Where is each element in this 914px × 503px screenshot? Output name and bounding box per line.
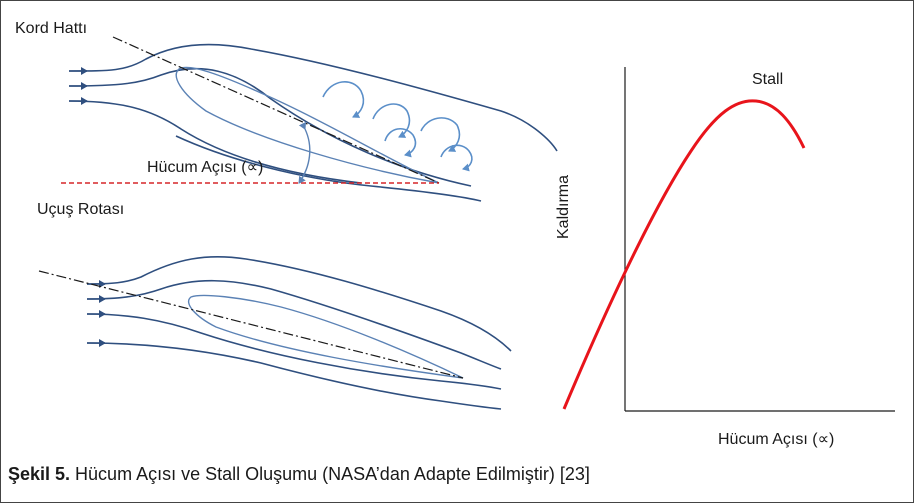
vortex-3 [384, 128, 417, 158]
streamline-3 [68, 100, 362, 184]
streamline-bottom [175, 135, 482, 202]
streamline-b-bottom [86, 342, 502, 410]
vortex-1 [322, 81, 365, 118]
airfoil-stalled [175, 66, 440, 184]
chord-line-label: Kord Hattı [15, 20, 88, 37]
vortex-2 [372, 103, 411, 138]
lift-chart [562, 67, 895, 412]
flight-path-label: Uçuş Rotası [37, 201, 125, 218]
figure-caption: Şekil 5. Hücum Açısı ve Stall Oluşumu (N… [8, 464, 590, 485]
streamline-top [68, 43, 558, 152]
caption-prefix: Şekil 5. [8, 464, 71, 484]
y-axis-label: Kaldırma [555, 174, 572, 239]
streamline-b-2 [86, 279, 502, 370]
airfoil-attached [188, 294, 464, 379]
stall-label: Stall [752, 71, 784, 88]
angle-of-attack-label: Hücum Açısı (∝) [147, 159, 264, 176]
chord-line-top [112, 36, 440, 184]
attached-airfoil-group [38, 255, 512, 410]
chord-line-bottom [38, 270, 464, 379]
streamline-b-top [86, 255, 512, 352]
streamline-b-3 [86, 313, 502, 390]
vortex-5 [440, 144, 473, 172]
stalled-airfoil-group [61, 36, 558, 202]
x-axis-label: Hücum Açısı (∝) [718, 431, 835, 448]
caption-text: Hücum Açısı ve Stall Oluşumu (NASA’dan A… [70, 464, 590, 484]
lift-curve [562, 99, 806, 410]
streamline-2 [68, 67, 472, 187]
angle-arc [298, 121, 311, 184]
